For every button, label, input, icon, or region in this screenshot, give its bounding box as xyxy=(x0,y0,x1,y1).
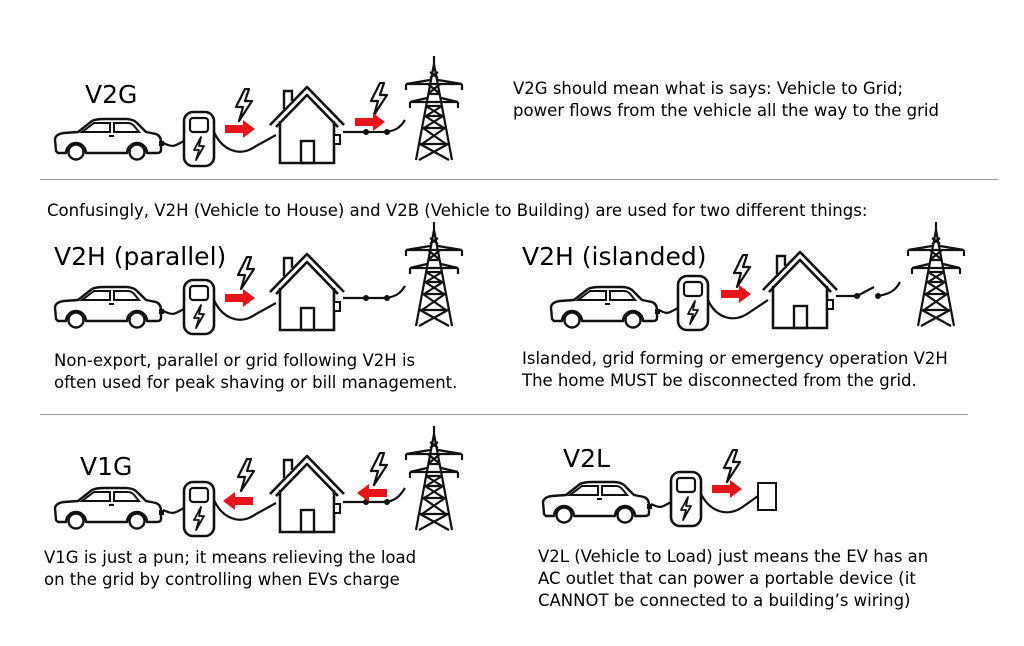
v1g-title: V1G xyxy=(80,452,133,481)
open-switch xyxy=(856,286,875,297)
v2g-title: V2G xyxy=(85,80,138,109)
car-cable xyxy=(162,140,185,147)
v2l-desc-line2: AC outlet that can power a portable devi… xyxy=(538,569,916,588)
v2h-parallel-desc-line1: Non-export, parallel or grid following V… xyxy=(54,351,416,370)
v2g-desc-line2: power flows from the vehicle all the way… xyxy=(513,101,939,120)
charger-cable xyxy=(212,131,277,153)
portable-device-icon xyxy=(757,482,777,511)
v2h-islanded-desc-line1: Islanded, grid forming or emergency oper… xyxy=(522,349,948,368)
intro-text: Confusingly, V2H (Vehicle to House) and … xyxy=(47,201,868,220)
lightning-icon xyxy=(722,449,742,483)
car-icon xyxy=(541,480,652,524)
v1g-desc-line2: on the grid by controlling when EVs char… xyxy=(44,570,400,589)
v2h-parallel-desc-line2: often used for peak shaving or bill mana… xyxy=(54,373,458,392)
v2l-desc-line1: V2L (Vehicle to Load) just means the EV … xyxy=(538,547,929,566)
divider xyxy=(40,414,968,415)
v2l-title: V2L xyxy=(563,444,610,473)
v2h-islanded-title: V2H (islanded) xyxy=(522,242,707,271)
v1g-desc-line1: V1G is just a pun; it means relieving th… xyxy=(44,548,417,567)
v2h-parallel-title: V2H (parallel) xyxy=(54,242,227,271)
charger-icon xyxy=(669,470,703,528)
v2h-islanded-desc-line2: The home MUST be disconnected from the g… xyxy=(522,371,917,390)
v2l-desc-line3: CANNOT be connected to a building’s wiri… xyxy=(538,591,911,610)
divider xyxy=(40,179,998,180)
v2g-desc-line1: V2G should mean what is says: Vehicle to… xyxy=(513,79,904,98)
